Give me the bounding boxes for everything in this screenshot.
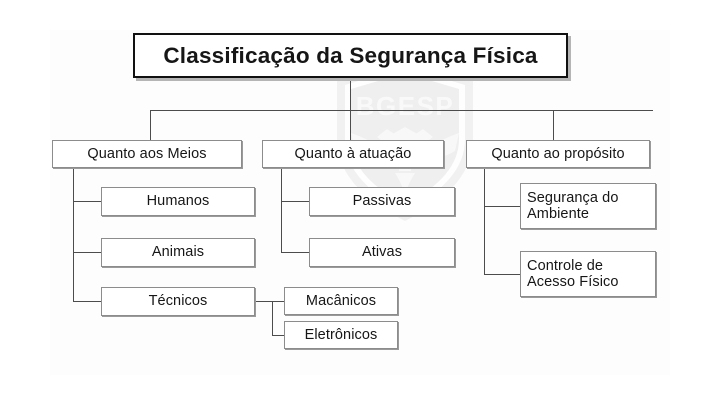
connector-tecnicos-out	[255, 301, 285, 302]
connector-left-stub-3	[73, 301, 101, 302]
leaf-node-humanos[interactable]: Humanos	[101, 187, 255, 216]
connector-left-stub-1	[73, 201, 101, 202]
connector-drop-right	[553, 110, 554, 140]
connector-mid-spine	[281, 168, 282, 253]
connector-right-stub-1	[484, 206, 520, 207]
connector-right-stub-2	[484, 274, 520, 275]
leaf-node-eletronicos[interactable]: Eletrônicos	[284, 321, 398, 349]
leaf-node-passivas[interactable]: Passivas	[309, 187, 455, 216]
connector-left-spine	[73, 168, 74, 302]
leaf-node-controle-de-acesso-fisico[interactable]: Controle de Acesso Físico	[520, 251, 656, 297]
connector-level2-bar	[150, 110, 653, 111]
connector-root-trunk	[350, 78, 351, 110]
connector-mid-stub-1	[281, 201, 309, 202]
connector-tecnicos-spine	[272, 301, 273, 335]
connector-tecnicos-stub-1	[272, 301, 284, 302]
leaf-node-ativas[interactable]: Ativas	[309, 238, 455, 267]
branch-node-tecnicos[interactable]: Técnicos	[101, 287, 255, 316]
leaf-node-seguranca-do-ambiente[interactable]: Segurança do Ambiente	[520, 183, 656, 229]
connector-mid-stub-2	[281, 252, 309, 253]
connector-tecnicos-stub-2	[272, 335, 284, 336]
connector-right-spine	[484, 168, 485, 274]
branch-node-quanto-aos-meios[interactable]: Quanto aos Meios	[52, 140, 242, 168]
branch-node-quanto-ao-proposito[interactable]: Quanto ao propósito	[466, 140, 650, 168]
leaf-node-animais[interactable]: Animais	[101, 238, 255, 267]
branch-node-quanto-a-atuacao[interactable]: Quanto à atuação	[262, 140, 444, 168]
connector-left-stub-2	[73, 252, 101, 253]
root-node-title[interactable]: Classificação da Segurança Física	[133, 33, 568, 78]
connector-drop-left	[150, 110, 151, 140]
connector-drop-mid	[350, 110, 351, 140]
leaf-node-macanicos[interactable]: Macânicos	[284, 287, 398, 315]
